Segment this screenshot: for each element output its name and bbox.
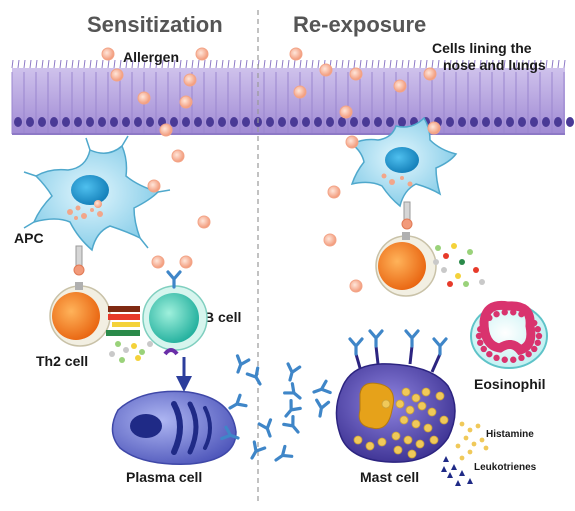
label-apc: APC — [14, 230, 44, 246]
label-bcell: B cell — [204, 309, 241, 325]
label-eosinophil: Eosinophil — [474, 376, 546, 392]
label-allergen: Allergen — [123, 49, 179, 65]
mast-cell — [335, 329, 456, 463]
label-th2: Th2 cell — [36, 353, 88, 369]
differentiation-arrow — [176, 357, 192, 392]
heading-reexposure: Re-exposure — [293, 12, 426, 37]
b-cell — [142, 270, 208, 356]
epithelium-layer — [11, 59, 574, 135]
label-lining-line1: Cells lining the — [432, 40, 532, 56]
apc-cell-left — [23, 135, 171, 276]
plasma-cell — [111, 390, 237, 465]
apc-cell-right — [350, 116, 458, 230]
label-lining-line2: nose and lungs — [443, 57, 546, 73]
label-mast: Mast cell — [360, 469, 419, 485]
label-plasma: Plasma cell — [126, 469, 202, 485]
t-cell-right — [375, 232, 437, 297]
eosinophil-cell — [470, 300, 548, 369]
cytokine-dots-left — [109, 341, 153, 363]
label-leukotrienes: Leukotrienes — [474, 462, 537, 473]
tb-connector — [106, 306, 140, 336]
th2-cell — [49, 282, 111, 347]
leukotriene-triangles — [441, 456, 473, 486]
heading-sensitization: Sensitization — [87, 12, 223, 37]
cytokine-dots-right — [433, 243, 485, 287]
free-antibodies — [220, 354, 332, 467]
histamine-granules — [455, 421, 489, 461]
label-histamine: Histamine — [486, 429, 534, 440]
